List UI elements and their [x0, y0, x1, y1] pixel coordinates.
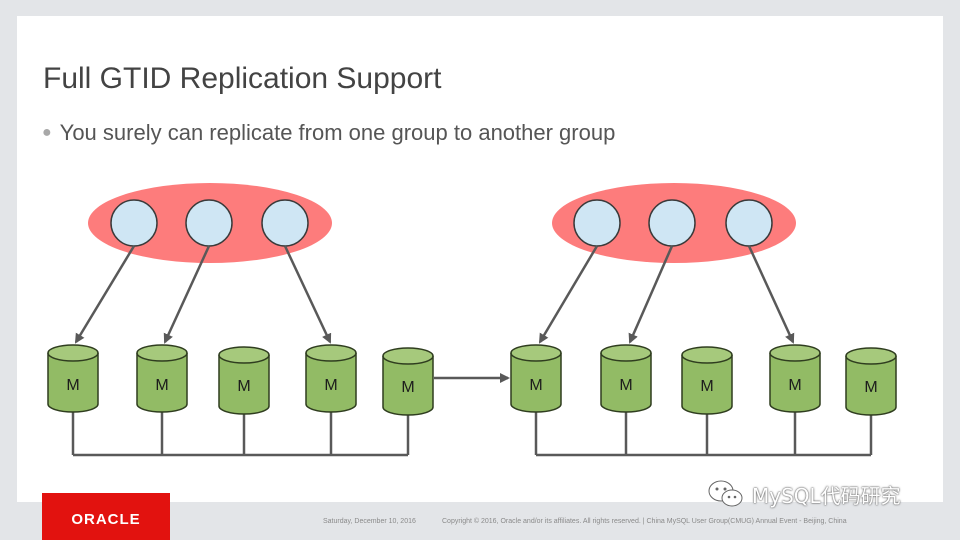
group-b-node-1	[573, 199, 621, 247]
cylinder-a2: M	[136, 344, 188, 413]
group-b-node-2	[648, 199, 696, 247]
cylinder-b3: M	[681, 346, 733, 415]
cylinder-label: M	[401, 379, 414, 396]
group-b-node-3	[725, 199, 773, 247]
arrow-b1	[538, 245, 599, 344]
cylinder-label: M	[619, 377, 632, 394]
cylinder-b1: M	[510, 344, 562, 413]
footer-date: Saturday, December 10, 2016	[323, 518, 416, 525]
cylinder-label: M	[66, 377, 79, 394]
cylinder-label: M	[788, 377, 801, 394]
oracle-logo: ORACLE	[42, 493, 170, 540]
footer-copyright: Copyright © 2016, Oracle and/or its affi…	[442, 518, 847, 525]
cylinder-label: M	[529, 377, 542, 394]
group-b-bus	[534, 409, 873, 457]
arrow-b2	[628, 245, 674, 344]
cylinder-a1: M	[47, 344, 99, 413]
group-a-node-3	[261, 199, 309, 247]
cylinder-label: M	[864, 379, 877, 396]
arrow-a2	[163, 245, 211, 344]
oracle-logo-text: ORACLE	[71, 511, 141, 528]
cylinder-label: M	[237, 378, 250, 395]
group-a-node-1	[110, 199, 158, 247]
cylinder-a5: M	[382, 347, 434, 416]
arrow-a3	[283, 245, 332, 344]
group-a-bus	[71, 409, 410, 457]
cylinder-b2: M	[600, 344, 652, 413]
cylinder-a3: M	[218, 346, 270, 415]
slide-title: Full GTID Replication Support	[43, 62, 442, 95]
cylinder-a4: M	[305, 344, 357, 413]
arrow-b3	[747, 245, 795, 344]
cylinder-b5: M	[845, 347, 897, 416]
bullet-text: You surely can replicate from one group …	[59, 120, 616, 145]
wechat-icon	[708, 480, 743, 507]
arrow-a1	[74, 245, 136, 344]
cylinder-label: M	[324, 377, 337, 394]
cylinder-label: M	[155, 377, 168, 394]
bullet-dot: ●	[42, 124, 52, 141]
watermark: MySQL代码研究	[706, 478, 901, 510]
cylinder-label: M	[700, 378, 713, 395]
cylinder-b4: M	[769, 344, 821, 413]
watermark-text: MySQL代码研究	[752, 483, 901, 508]
group-a-node-2	[185, 199, 233, 247]
bullet-item: ● You surely can replicate from one group…	[42, 120, 615, 146]
